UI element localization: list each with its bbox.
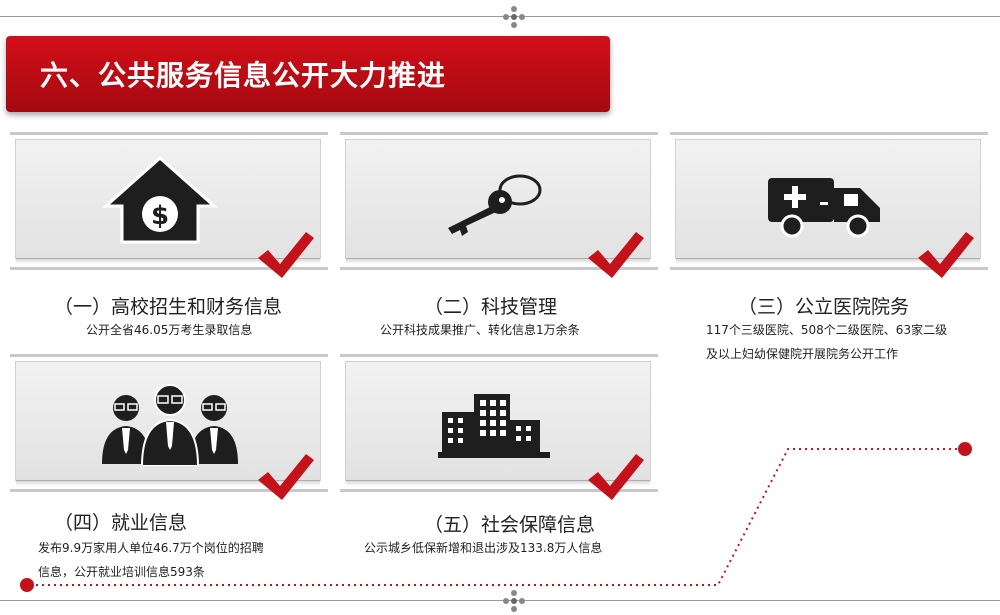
card-frame bbox=[340, 354, 658, 492]
card-desc-social-security: 公示城乡低保新增和退出涉及133.8万人信息 bbox=[364, 541, 603, 555]
card-title-admissions: （一）高校招生和财务信息 bbox=[54, 296, 283, 318]
card-title-social-security: （五）社会保障信息 bbox=[424, 514, 596, 536]
bottom-divider bbox=[0, 600, 1000, 601]
top-divider bbox=[0, 16, 1000, 17]
building-icon bbox=[438, 394, 550, 458]
card-title-hospital: （三）公立医院院务 bbox=[738, 296, 910, 318]
title-banner: 六、公共服务信息公开大力推进 bbox=[6, 36, 610, 112]
card-employment bbox=[10, 354, 328, 500]
check-icon bbox=[588, 232, 644, 278]
connector-dot-start bbox=[20, 578, 34, 592]
card-frame bbox=[10, 132, 328, 270]
svg-text:$: $ bbox=[151, 201, 169, 231]
check-icon bbox=[258, 454, 314, 500]
card-frame bbox=[670, 132, 988, 270]
check-icon bbox=[588, 454, 644, 500]
card-title-tech: （二）科技管理 bbox=[424, 296, 558, 318]
check-icon bbox=[258, 232, 314, 278]
check-icon bbox=[918, 232, 974, 278]
card-desc-hospital: 117个三级医院、508个二级医院、63家二级 及以上妇幼保健院开展院务公开工作 bbox=[706, 323, 948, 361]
card-desc-tech: 公开科技成果推广、转化信息1万余条 bbox=[380, 323, 580, 337]
ornament-icon bbox=[503, 6, 525, 28]
house-dollar-icon: $ bbox=[102, 155, 218, 244]
card-desc-admissions: 公开全省46.05万考生录取信息 bbox=[86, 323, 253, 337]
people-icon bbox=[102, 384, 238, 466]
ambulance-icon bbox=[768, 178, 880, 238]
card-hospital bbox=[670, 132, 988, 278]
connector-dot-end bbox=[958, 442, 972, 456]
card-tech bbox=[340, 132, 658, 278]
ornament-icon bbox=[503, 590, 525, 612]
key-icon bbox=[448, 174, 542, 236]
card-title-employment: （四）就业信息 bbox=[54, 512, 188, 534]
card-frame bbox=[340, 132, 658, 270]
card-panel bbox=[346, 362, 650, 486]
card-social-security bbox=[340, 354, 658, 500]
card-frame bbox=[10, 354, 328, 492]
page-title: 六、公共服务信息公开大力推进 bbox=[40, 59, 447, 92]
card-admissions: $ bbox=[10, 132, 328, 278]
card-desc-employment: 发布9.9万家用人单位46.7万个岗位的招聘 信息，公开就业培训信息593条 bbox=[38, 541, 264, 579]
